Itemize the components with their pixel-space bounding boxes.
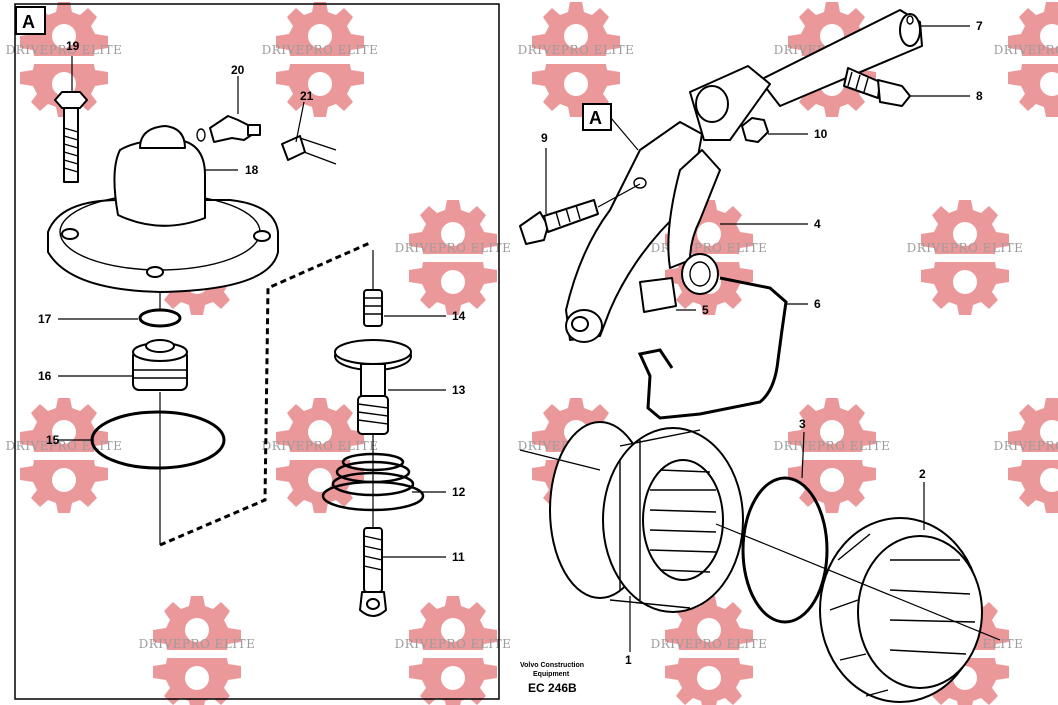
watermark-14: DRIVEPRO ELITE <box>651 596 768 705</box>
bolt-19 <box>54 91 88 183</box>
watermark-0: DRIVEPRO ELITE <box>6 2 123 117</box>
watermark-text: DRIVEPRO ELITE <box>518 43 635 57</box>
shift-shaft-7 <box>759 9 923 107</box>
gear-2 <box>819 517 983 703</box>
callout-2: 2 <box>919 467 926 481</box>
bolt-9 <box>519 199 599 245</box>
callout-21: 21 <box>300 89 314 103</box>
watermark-16: DRIVEPRO ELITE <box>994 2 1058 117</box>
watermark-text: DRIVEPRO ELITE <box>6 439 123 453</box>
callout-1: 1 <box>625 653 632 667</box>
bolt-8 <box>843 67 911 107</box>
leader-lines <box>58 25 970 652</box>
o-ring-17 <box>138 308 182 328</box>
detail-label-box <box>15 6 46 35</box>
pin-14 <box>363 289 383 327</box>
callout-12: 12 <box>452 485 466 499</box>
callout-15: 15 <box>46 433 60 447</box>
watermark-text: DRIVEPRO ELITE <box>651 637 768 651</box>
dog-collar-1 <box>549 421 744 613</box>
watermark-text: DRIVEPRO ELITE <box>994 439 1058 453</box>
callout-16: 16 <box>38 369 52 383</box>
callout-14: 14 <box>452 309 466 323</box>
watermark-text: DRIVEPRO ELITE <box>395 637 512 651</box>
caption-line-1: Volvo Construction <box>520 662 584 669</box>
callout-20: 20 <box>231 63 245 77</box>
watermark-text: DRIVEPRO ELITE <box>139 637 256 651</box>
nut-10 <box>741 117 769 143</box>
watermark-text: DRIVEPRO ELITE <box>262 43 379 57</box>
callout-9: 9 <box>541 131 548 145</box>
reference-label-box <box>582 103 612 131</box>
snap-ring-3 <box>741 476 829 624</box>
spring-wire-6 <box>637 276 788 420</box>
plunger-13 <box>334 339 412 435</box>
callout-labels: 19 20 21 18 17 16 15 14 13 12 11 7 8 9 1… <box>38 19 983 667</box>
callout-18: 18 <box>245 163 259 177</box>
watermark-text: DRIVEPRO ELITE <box>262 439 379 453</box>
callout-8: 8 <box>976 89 983 103</box>
callout-3: 3 <box>799 417 806 431</box>
watermark-9: DRIVEPRO ELITE <box>262 398 379 513</box>
watermark-text: DRIVEPRO ELITE <box>774 439 891 453</box>
watermark-1: DRIVEPRO ELITE <box>262 2 379 117</box>
shoe-5 <box>639 253 719 313</box>
shift-fork-4 <box>565 65 771 343</box>
reference-label: A <box>589 108 602 128</box>
drawing-code: EC 246B <box>528 681 577 695</box>
watermark-text: DRIVEPRO ELITE <box>994 43 1058 57</box>
hose-21 <box>281 135 337 165</box>
watermark-2: DRIVEPRO ELITE <box>518 2 635 117</box>
watermark-text: DRIVEPRO ELITE <box>6 43 123 57</box>
watermark-12: DRIVEPRO ELITE <box>139 596 256 705</box>
watermark-13: DRIVEPRO ELITE <box>395 596 512 705</box>
valve-16 <box>132 339 188 391</box>
callout-17: 17 <box>38 312 52 326</box>
callout-7: 7 <box>976 19 983 33</box>
callout-10: 10 <box>814 127 828 141</box>
housing-18 <box>47 125 279 293</box>
eye-bolt-11 <box>359 527 387 617</box>
watermark-11: DRIVEPRO ELITE <box>774 398 891 513</box>
callout-5: 5 <box>702 303 709 317</box>
watermark-17: DRIVEPRO ELITE <box>994 398 1058 513</box>
watermark-5: DRIVEPRO ELITE <box>395 200 512 315</box>
watermark-text: DRIVEPRO ELITE <box>907 241 1024 255</box>
detail-frame <box>14 3 500 700</box>
caption: Volvo Construction Equipment EC 246B <box>520 662 584 695</box>
watermark-7: DRIVEPRO ELITE <box>907 200 1024 315</box>
callout-6: 6 <box>814 297 821 311</box>
callout-4: 4 <box>814 217 821 231</box>
watermark-text: DRIVEPRO ELITE <box>395 241 512 255</box>
caption-line-2: Equipment <box>533 671 570 678</box>
detail-label: A <box>22 12 35 32</box>
callout-19: 19 <box>66 39 80 53</box>
callout-11: 11 <box>452 550 465 564</box>
fitting-20 <box>196 115 261 143</box>
callout-13: 13 <box>452 383 466 397</box>
